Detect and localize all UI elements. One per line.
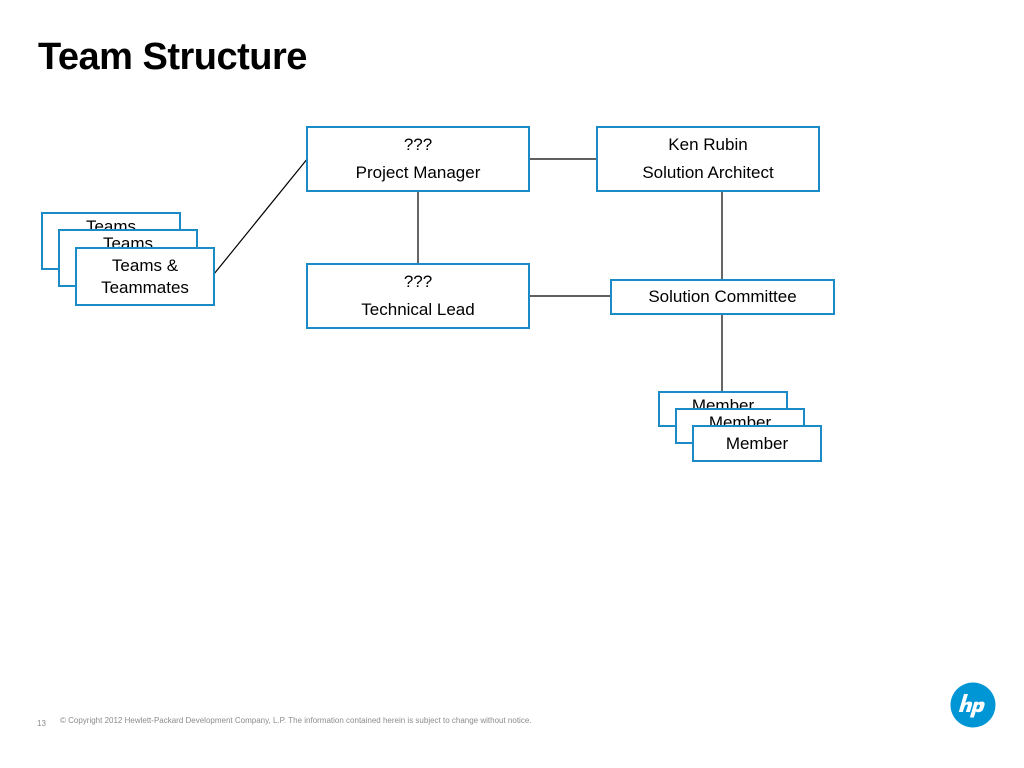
slide-title: Team Structure: [38, 36, 307, 78]
solution-architect-role: Solution Architect: [642, 163, 774, 182]
teams-box-front-line2: Teammates: [101, 278, 189, 297]
teams-box-front: Teams & Teammates: [75, 247, 215, 306]
solution-architect-box: Ken Rubin Solution Architect: [596, 126, 820, 192]
member-box-front-label: Member: [725, 433, 789, 453]
solution-architect-name: Ken Rubin: [668, 135, 748, 154]
technical-lead-box: ??? Technical Lead: [306, 263, 530, 329]
technical-lead-role: Technical Lead: [361, 300, 475, 319]
project-manager-role: Project Manager: [355, 163, 481, 182]
copyright-notice: © Copyright 2012 Hewlett-Packard Develop…: [60, 716, 532, 725]
project-manager-box: ??? Project Manager: [306, 126, 530, 192]
teams-box-front-line1: Teams &: [111, 256, 179, 275]
project-manager-name: ???: [403, 135, 433, 154]
solution-committee-label: Solution Committee: [648, 287, 797, 306]
connector-teams-to-pm: [213, 157, 309, 275]
solution-committee-box: Solution Committee: [610, 279, 835, 315]
page-number: 13: [37, 719, 46, 728]
hp-logo-icon: [950, 682, 996, 728]
technical-lead-name: ???: [403, 272, 433, 291]
member-box-front: Member: [692, 425, 822, 462]
